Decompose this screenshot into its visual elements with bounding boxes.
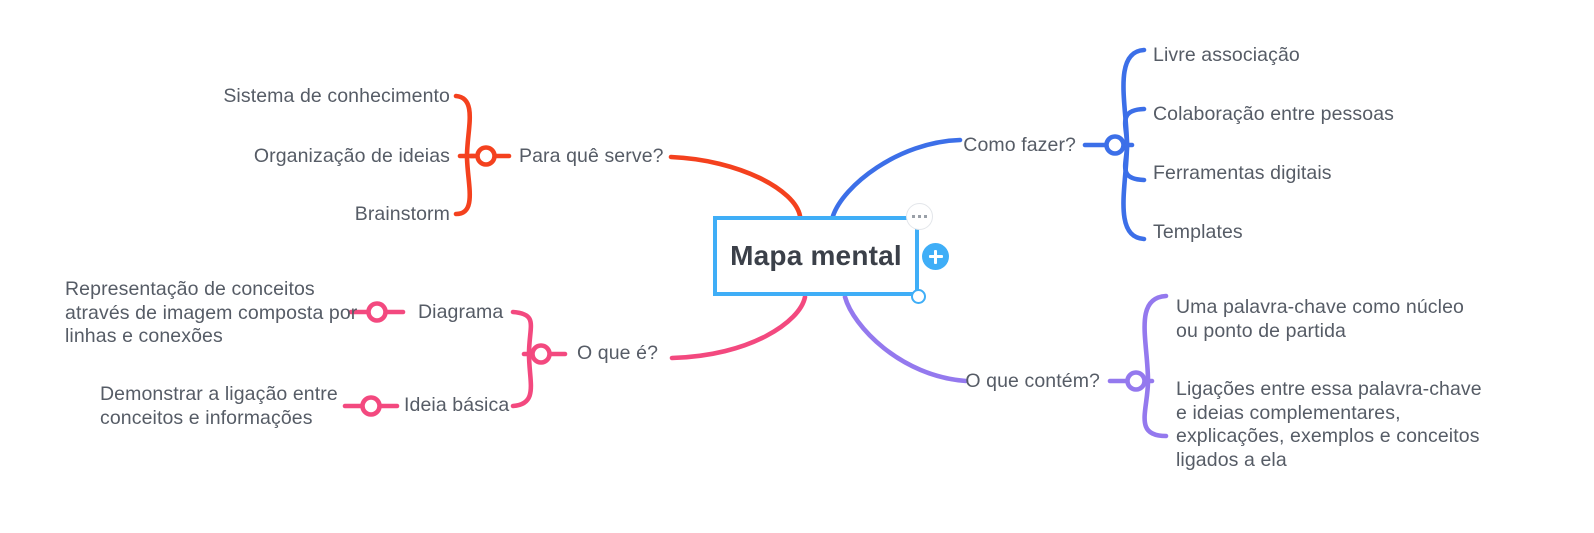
node-o-que-e[interactable]: O que é? <box>577 342 659 364</box>
node-ferramentas-digitais[interactable]: Ferramentas digitais <box>1153 162 1332 184</box>
more-options-icon[interactable] <box>906 203 933 230</box>
collapse-toggle-o-que-e <box>530 343 552 365</box>
node-colaboracao-entre-pessoas[interactable]: Colaboração entre pessoas <box>1153 103 1394 125</box>
node-sistema-de-conhecimento[interactable]: Sistema de conhecimento <box>223 85 450 107</box>
collapse-toggle-ideia-basica <box>360 395 382 417</box>
dot-1 <box>911 214 916 219</box>
collapse-toggle-como-fazer <box>1104 134 1126 156</box>
collapse-toggle-o-que-contem <box>1125 370 1147 392</box>
dot-3 <box>923 214 928 219</box>
node-uma-palavra-chave[interactable]: Uma palavra-chave como núcleo ou ponto d… <box>1176 296 1464 342</box>
node-representacao-de-conceitos[interactable]: Representação de conceitos através de im… <box>65 278 358 347</box>
node-demonstrar-a-ligacao[interactable]: Demonstrar a ligação entre conceitos e i… <box>100 383 338 429</box>
collapse-toggle-diagrama <box>366 301 388 323</box>
resize-handle[interactable] <box>911 289 926 304</box>
node-brainstorm[interactable]: Brainstorm <box>354 203 450 225</box>
node-templates[interactable]: Templates <box>1153 221 1243 243</box>
node-ideia-basica[interactable]: Ideia básica <box>404 394 510 416</box>
central-node-label: Mapa mental <box>730 240 902 271</box>
node-ligacoes-entre[interactable]: Ligações entre essa palavra-chave e idei… <box>1176 378 1482 471</box>
add-node-button[interactable] <box>922 243 949 270</box>
node-como-fazer[interactable]: Como fazer? <box>963 134 1076 156</box>
node-livre-associacao[interactable]: Livre associação <box>1153 44 1300 66</box>
central-node[interactable]: Mapa mental <box>713 216 919 296</box>
node-diagrama[interactable]: Diagrama <box>418 301 504 323</box>
node-organizacao-de-ideias[interactable]: Organização de ideias <box>253 145 450 167</box>
collapse-toggle-para-que-serve <box>475 145 497 167</box>
dot-2 <box>917 214 922 219</box>
node-para-que-serve[interactable]: Para quê serve? <box>519 145 664 167</box>
edge-group-o-que-contem <box>842 293 1169 439</box>
node-o-que-contem[interactable]: O que contém? <box>965 370 1100 392</box>
